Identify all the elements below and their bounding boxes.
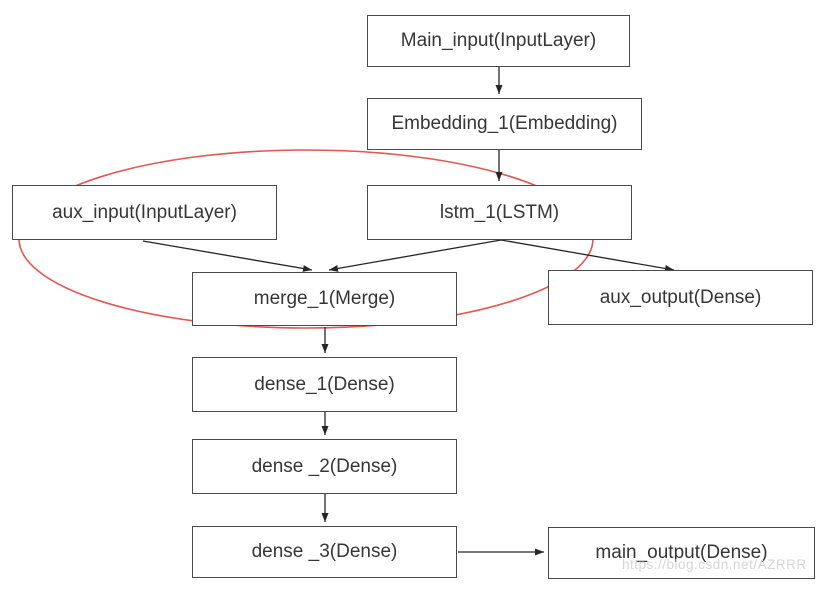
node-dense-1: dense_1(Dense): [192, 357, 457, 412]
node-aux-output: aux_output(Dense): [548, 270, 813, 325]
node-merge-1: merge_1(Merge): [192, 272, 457, 326]
edge-lstm_1-to-merge_1: [328, 239, 502, 272]
node-dense-3: dense _3(Dense): [192, 526, 457, 578]
node-dense-2: dense _2(Dense): [192, 439, 457, 494]
node-main-input: Main_input(InputLayer): [367, 15, 630, 67]
node-aux-input: aux_input(InputLayer): [12, 185, 277, 240]
node-main-output: main_output(Dense): [548, 527, 815, 579]
node-embedding-1: Embedding_1(Embedding): [367, 98, 642, 150]
edge-lstm_1-to-aux_output: [500, 239, 675, 272]
node-lstm-1: lstm_1(LSTM): [367, 185, 632, 240]
edge-aux_input-to-merge_1: [142, 240, 313, 272]
